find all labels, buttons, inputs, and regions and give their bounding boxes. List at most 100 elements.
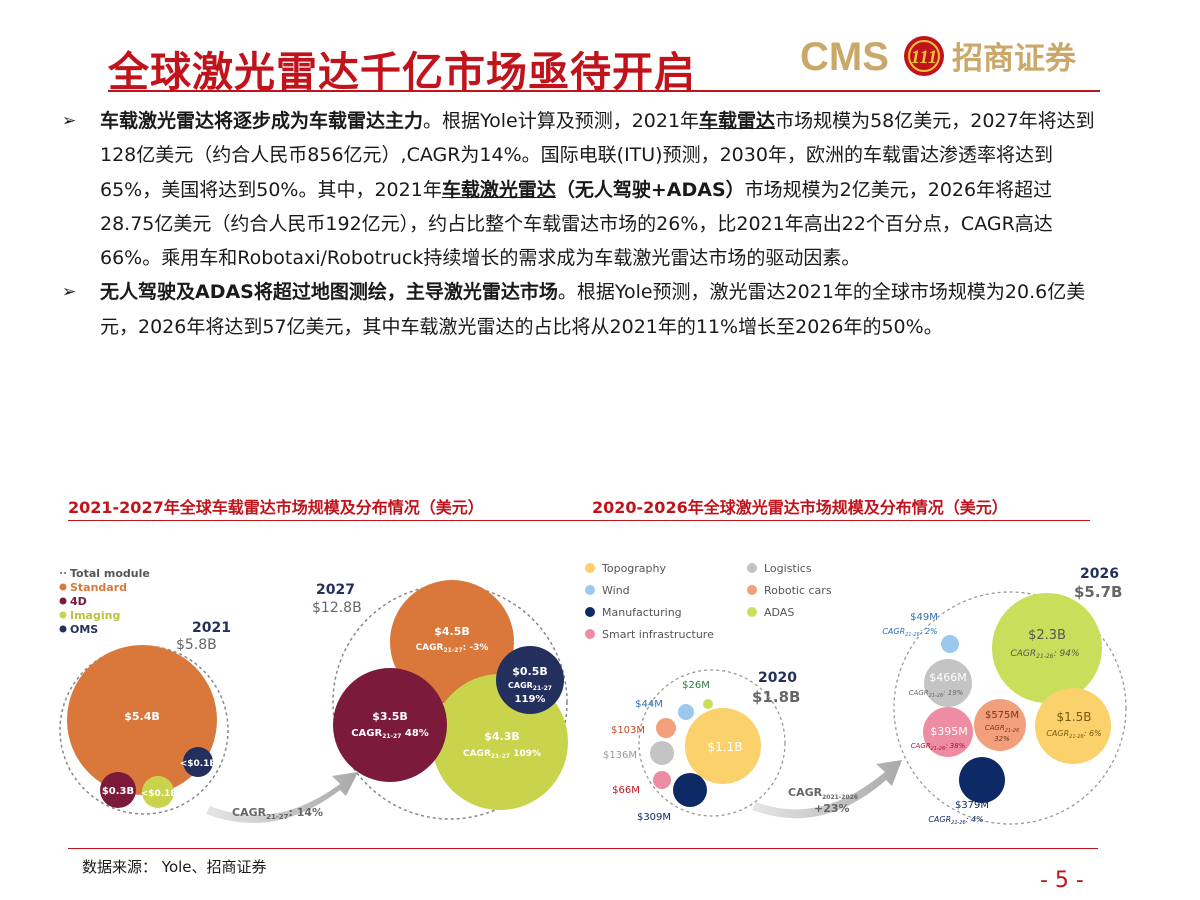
bubble-topography-2020 [685,708,761,784]
bubble-label: $395M [930,725,968,738]
bubble-logistics-2020 [650,741,674,765]
bubble-manufacturing-2020 [673,773,707,807]
logo-badge-text: 111 [911,47,937,68]
underlined-term: 车载激光雷达 [441,178,556,201]
left-legend-swatch [59,583,67,591]
right-legend-label: Robotic cars [764,584,832,597]
bubble-label: $26M [682,680,710,691]
bold-lead-text: （无人驾驶+ADAS） [555,178,745,201]
total-2027-label: $12.8B [312,600,362,616]
total-module-2027-ring [332,584,568,820]
bubble-label: $4.3B [484,730,520,743]
bubble-wind-2026 [941,635,959,653]
year-2027-label: 2027 [316,582,355,598]
bubble-oms-2027 [496,646,564,714]
cms-logo: CMS 111 招商证券 [800,35,1077,79]
bullet-paragraph-2: ➢ 无人驾驶及ADAS将超过地图测绘，主导激光雷达市场。根据Yole预测，激光雷… [62,275,1102,344]
left-legend-label: Imaging [70,609,120,622]
bubble-label: $136M [603,750,637,761]
bubble-cagr-label: CAGR21-27 48% [351,728,429,740]
year-2026-label: 2026 [1080,566,1119,582]
right-legend-label: Smart infrastructure [602,628,714,641]
bubble-label: $3.5B [372,710,408,723]
bubble-label: $2.3B [1028,628,1066,643]
total-2026-ring [893,591,1127,825]
logo-text: CMS [800,35,889,79]
total-2026-label: $5.7B [1074,583,1122,601]
left-chart: Total module Standard 4D Imaging OMS 202… [59,567,568,823]
bubble-oms-2021 [183,747,213,777]
bubble-manufacturing-2026 [959,757,1005,803]
footer-divider [68,848,1098,849]
caption-divider [68,520,1090,521]
bubble-cagr-value: 32% [994,735,1010,743]
cagr-arrow-label-left: CAGR21-27: 14% [232,806,323,821]
bullet-2-content: 无人驾驶及ADAS将超过地图测绘，主导激光雷达市场。根据Yole预测，激光雷达2… [100,281,1085,337]
bubble-standard-2027 [390,580,514,704]
bold-lead-text: 无人驾驶及ADAS将超过地图测绘，主导激光雷达市场 [100,281,558,304]
cagr-arrow-value-right: +23% [814,802,850,815]
left-legend-label: 4D [70,595,87,608]
left-legend-label: OMS [70,623,98,636]
right-legend-label: Wind [602,584,630,597]
year-2021-label: 2021 [192,620,231,636]
right-legend-swatch [747,585,757,595]
total-2020-label: $1.8B [752,688,800,706]
bubble-cagr-label: CAGR21-26: 94% [1010,649,1079,660]
bubble-4d-2021 [100,772,136,808]
right-legend-swatch [747,563,757,573]
bubble-adas-2026 [992,593,1102,703]
left-legend-swatch [59,625,67,633]
title-divider [108,90,1100,92]
bubble-cagr-label: CAGR21-26: 4% [928,815,983,826]
bubble-topography-2026 [1035,688,1111,764]
right-legend-label: Topography [601,562,666,575]
bold-lead-text: 车载激光雷达将逐步成为车载雷达主力 [100,110,424,132]
bubble-wind-2020 [678,704,694,720]
right-legend-swatch [585,607,595,617]
underlined-term: 车载雷达 [699,110,776,132]
bubble-robotic-cars-2020 [656,718,676,738]
page-title: 全球激光雷达千亿市场亟待开启 [108,48,696,96]
bullet-1-content: 车载激光雷达将逐步成为车载雷达主力。根据Yole计算及预测，2021年车载雷达市… [100,110,1095,269]
bubble-cagr-label: CAGR21-26: 19% [909,689,964,699]
figure-captions: 2021-2027年全球车载雷达市场规模及分布情况（美元） 2020-2026年… [68,494,1098,522]
bubble-cagr-label: CAGR21-27: -3% [416,643,489,654]
cagr-arrow-label-right: CAGR2021-2026 [788,786,858,801]
source-note: 数据来源： Yole、招商证券 [82,858,267,876]
right-legend: Topography Wind Manufacturing Smart infr… [585,562,832,641]
right-legend-label: Logistics [764,562,812,575]
bubble-logistics-2026 [924,659,972,707]
bubble-cagr-label: CAGR21-26: 6% [1046,729,1101,740]
right-legend-label: ADAS [764,606,794,619]
total-2021-label: $5.8B [176,637,217,653]
right-chart: Topography Wind Manufacturing Smart infr… [585,562,1127,826]
bubble-label: $49M [910,612,938,623]
bubble-standard-2021 [67,645,217,795]
right-legend-swatch [585,585,595,595]
bubble-label: $4.5B [434,625,470,638]
bubble-label: $309M [637,812,671,823]
bullet-paragraph-1: ➢ 车载激光雷达将逐步成为车载雷达主力。根据Yole计算及预测，2021年车载雷… [62,104,1102,275]
left-legend: Total module Standard 4D Imaging OMS [59,567,150,636]
bubble-robotic-cars-2026 [974,699,1026,751]
bubble-4d-2027 [333,668,447,782]
left-legend-swatch [59,597,67,605]
bubble-label: $44M [635,699,663,710]
bubble-label: $466M [929,671,967,684]
right-legend-swatch [585,563,595,573]
bubble-cagr-label: CAGR21-27 109% [463,749,541,760]
growth-arrow-right [752,760,902,819]
right-legend-label: Manufacturing [602,606,682,619]
body-text-run: 市场规模为58亿美元，2027年将达到128亿美元（约合人民币856亿元）,CA… [100,110,1095,201]
bubble-cagr-label: CAGR21-26: 2% [882,627,937,638]
bubble-label: $0.3B [102,786,134,797]
logo-cn-text: 招商证券 [952,41,1077,77]
bubble-smart-infrastructure-2026 [923,707,973,757]
bubble-label: $1.5B [1057,710,1092,724]
left-legend-label: Total module [70,567,150,580]
left-legend-swatch [59,611,67,619]
left-legend-label: Standard [70,581,127,594]
bullet-arrow-icon: ➢ [62,111,77,131]
year-2020-label: 2020 [758,670,797,686]
